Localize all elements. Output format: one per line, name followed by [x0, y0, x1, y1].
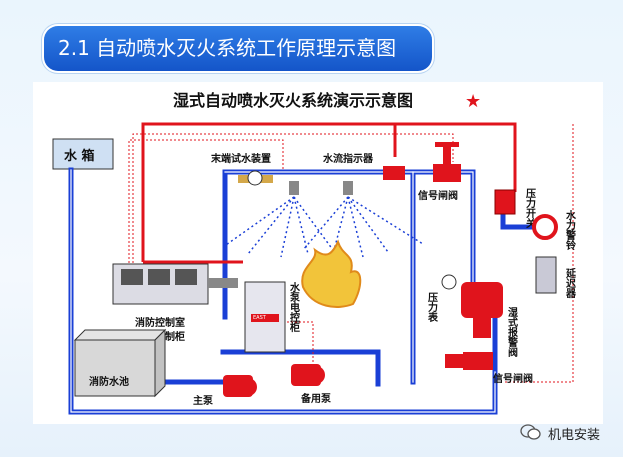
standby-pump-label: 备用泵 — [300, 392, 332, 405]
section-title: 2.1 自动喷水灭火系统工作原理示意图 — [44, 26, 432, 71]
main-pump-label: 主泵 — [193, 394, 214, 407]
diagram-panel: 湿式自动喷水灭火系统演示示意图 ★ 水 箱 — [33, 82, 603, 424]
wet-alarm-valve — [461, 282, 503, 338]
water-bell-icon — [532, 214, 558, 240]
pressure-gauge-label: 压力表 — [426, 292, 439, 323]
svg-text:压力开关: 压力开关 — [524, 188, 536, 229]
pump-control-cabinet — [244, 281, 286, 353]
star-icon: ★ — [465, 91, 481, 112]
delay-chamber — [535, 256, 557, 294]
signal-gate-valve-bottom — [445, 352, 493, 370]
control-room-label: 消防控制室 — [135, 316, 185, 329]
fire-control-console — [112, 263, 238, 305]
pool-label: 消防水池 — [89, 375, 129, 388]
standby-pump — [291, 364, 325, 386]
fire-water-pool — [73, 328, 167, 398]
blue-pipe-network — [68, 167, 546, 415]
sprinkler-heads — [289, 181, 353, 195]
cabinet-brand: EAST — [253, 315, 267, 321]
signal-valve-top-label: 信号闸阀 — [418, 189, 458, 202]
water-tank-label: 水 箱 — [64, 148, 95, 164]
signal-valve-bottom-label: 信号闸阀 — [493, 372, 533, 385]
water-spray — [222, 196, 424, 258]
end-test-label: 末端试水装置 — [211, 152, 271, 165]
wechat-icon — [520, 424, 541, 440]
diagram-title: 湿式自动喷水灭火系统演示示意图 — [172, 91, 413, 110]
main-pump — [223, 375, 257, 397]
flow-indicator — [383, 166, 405, 180]
signal-wiring — [141, 122, 517, 264]
delay-label: 延迟器 — [564, 267, 577, 299]
dashed-control-lines — [128, 124, 574, 383]
pressure-switch-label: 压力开关 — [524, 188, 536, 229]
water-tank — [52, 138, 114, 170]
end-test-device — [238, 170, 273, 186]
water-bell-label: 水力警铃 — [564, 209, 577, 251]
fire-icon — [301, 239, 362, 308]
watermark: 机电安装 — [548, 428, 601, 443]
signal-gate-valve-top — [433, 142, 461, 182]
sprinkler-diagram: 湿式自动喷水灭火系统演示示意图 ★ 水 箱 — [52, 91, 577, 415]
pressure-gauge-icon — [441, 274, 457, 290]
pump-cabinet-label: 水泵电控柜 — [288, 281, 301, 333]
pressure-switch — [494, 189, 516, 215]
flow-indicator-label: 水流指示器 — [322, 152, 374, 165]
alarm-valve-label: 湿式报警阀 — [506, 306, 519, 358]
